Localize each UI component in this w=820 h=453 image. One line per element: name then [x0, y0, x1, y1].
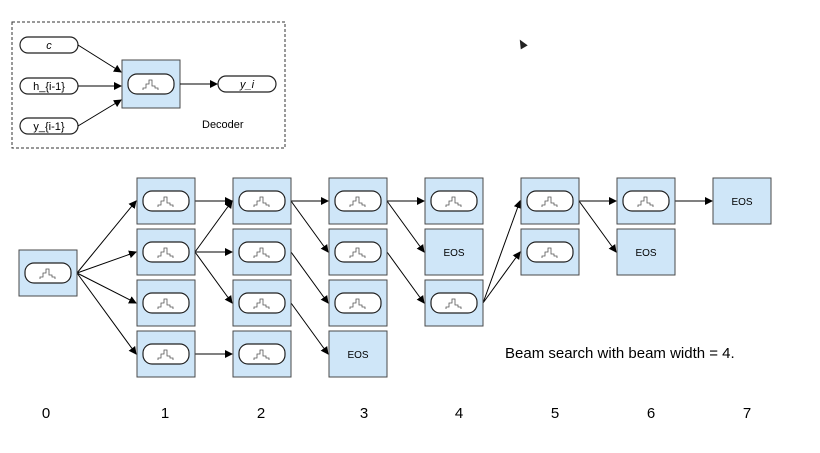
histogram-icon — [157, 298, 174, 309]
beam-edge-arrow — [194, 251, 233, 304]
edge-c-decoder — [77, 44, 122, 73]
beam-edge-arrow — [76, 272, 137, 355]
decoder-inset: c h_{i-1} y_{i-1} y_i Decoder — [11, 21, 286, 149]
beam-hypothesis-node — [232, 177, 292, 225]
beam-hypothesis-node — [328, 279, 388, 327]
beam-hypothesis-node — [136, 279, 196, 327]
beam-edge-arrow — [386, 251, 425, 304]
beam-hypothesis-node — [616, 177, 676, 225]
step-label: 2 — [257, 405, 265, 422]
eos-node: EOS — [616, 228, 676, 276]
beam-edge-arrow — [578, 200, 617, 253]
histogram-icon — [253, 298, 270, 309]
eos-node: EOS — [424, 228, 484, 276]
beam-nodes: EOS EOS EOS EOS — [18, 177, 772, 378]
decoder-output-label: y_i — [239, 79, 255, 91]
beam-hypothesis-node — [232, 330, 292, 378]
beam-edge-arrow — [482, 200, 522, 304]
histogram-icon — [541, 196, 558, 207]
beam-hypothesis-node — [328, 228, 388, 276]
eos-label: EOS — [635, 248, 656, 259]
step-label: 1 — [161, 405, 169, 422]
beam-edge-arrow — [76, 272, 137, 304]
beam-edge-arrow — [290, 200, 329, 253]
beam-caption: Beam search with beam width = 4. — [505, 345, 735, 362]
decoder-label: Decoder — [202, 119, 244, 131]
beam-hypothesis-node — [18, 249, 78, 297]
step-label: 4 — [455, 405, 463, 422]
beam-edge-arrow — [76, 200, 137, 274]
decoder-input-c: c — [19, 36, 79, 54]
eos-node: EOS — [328, 330, 388, 378]
histogram-icon — [142, 79, 159, 90]
eos-label: EOS — [443, 248, 464, 259]
edge-y-decoder — [77, 99, 122, 127]
eos-node: EOS — [712, 177, 772, 225]
beam-hypothesis-node — [232, 228, 292, 276]
histogram-icon — [541, 247, 558, 258]
beam-edge-arrow — [386, 200, 425, 253]
histogram-icon — [445, 196, 462, 207]
eos-label: EOS — [347, 350, 368, 361]
decoder-inset-border — [11, 21, 286, 149]
histogram-icon — [157, 349, 174, 360]
histogram-icon — [157, 247, 174, 258]
decoder-input-c-label: c — [46, 40, 52, 52]
histogram-icon — [349, 247, 366, 258]
beam-edge-arrow — [290, 302, 329, 355]
beam-hypothesis-node — [136, 228, 196, 276]
decoder-output: y_i — [217, 75, 277, 93]
step-label: 3 — [360, 405, 368, 422]
step-labels: 0 1 2 3 4 5 6 7 — [42, 405, 751, 422]
histogram-icon — [39, 268, 56, 279]
histogram-icon — [253, 349, 270, 360]
histogram-icon — [253, 196, 270, 207]
beam-edge-arrow — [194, 200, 233, 253]
histogram-icon — [157, 196, 174, 207]
step-label: 6 — [647, 405, 655, 422]
histogram-icon — [637, 196, 654, 207]
eos-label: EOS — [731, 197, 752, 208]
decoder-input-y: y_{i-1} — [19, 117, 79, 135]
beam-hypothesis-node — [136, 177, 196, 225]
decoder-node — [121, 59, 181, 109]
histogram-icon — [349, 298, 366, 309]
histogram-icon — [253, 247, 270, 258]
histogram-icon — [349, 196, 366, 207]
beam-hypothesis-node — [328, 177, 388, 225]
beam-edges — [76, 197, 713, 358]
beam-edge-arrow — [482, 251, 521, 304]
beam-hypothesis-node — [424, 177, 484, 225]
beam-hypothesis-node — [232, 279, 292, 327]
beam-hypothesis-node — [520, 177, 580, 225]
decoder-input-h-label: h_{i-1} — [33, 81, 65, 93]
step-label: 0 — [42, 405, 50, 422]
beam-hypothesis-node — [424, 279, 484, 327]
beam-hypothesis-node — [136, 330, 196, 378]
decoder-input-y-label: y_{i-1} — [33, 121, 65, 133]
beam-edge-arrow — [76, 250, 137, 274]
step-label: 5 — [551, 405, 559, 422]
beam-hypothesis-node — [520, 228, 580, 276]
beam-edge-arrow — [290, 251, 329, 304]
decoder-input-h: h_{i-1} — [19, 77, 79, 95]
histogram-icon — [445, 298, 462, 309]
step-label: 7 — [743, 405, 751, 422]
